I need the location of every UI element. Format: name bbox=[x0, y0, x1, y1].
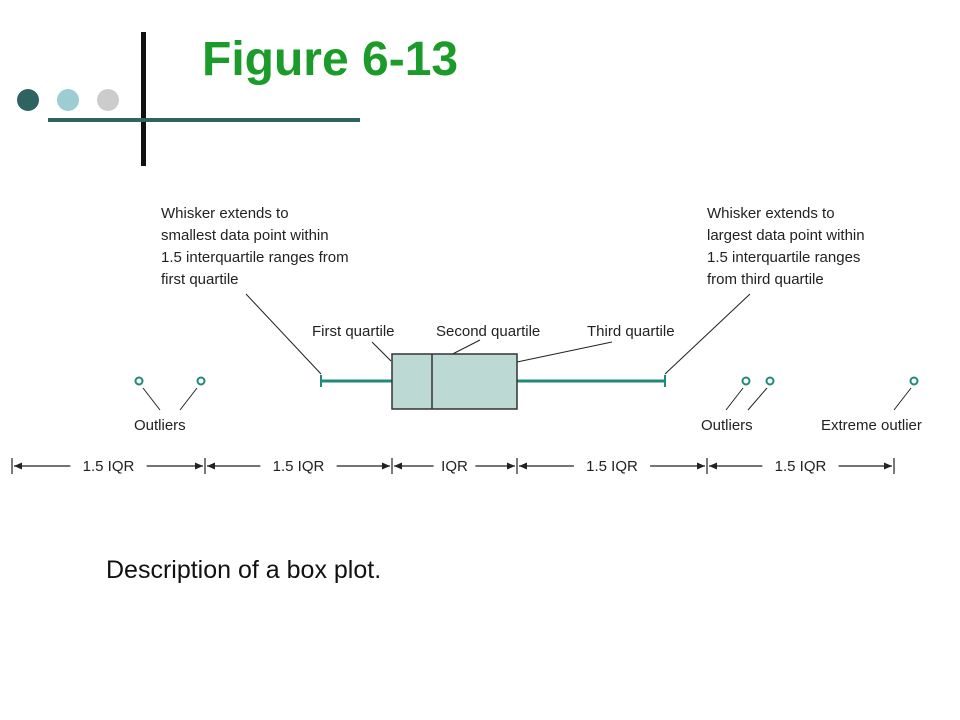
annotation-whisker-right-line-2: largest data point within bbox=[707, 227, 865, 244]
leader-third-quartile bbox=[516, 341, 613, 363]
leader-extreme-outlier bbox=[893, 387, 912, 411]
scale-label-5: 1.5 IQR bbox=[775, 458, 827, 475]
box-iqr bbox=[391, 353, 518, 410]
label-third-quartile: Third quartile bbox=[587, 323, 675, 340]
scale-arrowhead-3-left bbox=[394, 462, 402, 470]
annotation-whisker-right-line-3: 1.5 interquartile ranges bbox=[707, 249, 860, 266]
label-extreme-outlier: Extreme outlier bbox=[821, 417, 922, 434]
annotation-whisker-right-line-4: from third quartile bbox=[707, 271, 824, 288]
outlier-right-2 bbox=[765, 376, 775, 386]
annotation-whisker-right: Whisker extends to largest data point wi… bbox=[707, 205, 865, 288]
leader-whisker-left bbox=[245, 293, 322, 375]
decor-title-underline bbox=[48, 118, 360, 122]
leader-lines bbox=[142, 293, 912, 411]
iqr-scale-segments: 1.5 IQR 1.5 IQR IQR 1.5 IQR 1.5 IQR bbox=[14, 458, 892, 475]
outlier-left-1 bbox=[134, 376, 144, 386]
annotation-whisker-left-line-2: smallest data point within bbox=[161, 227, 329, 244]
scale-arrowhead-3-right bbox=[507, 462, 515, 470]
scale-arrowhead-2-right bbox=[382, 462, 390, 470]
decor-dot-dark bbox=[17, 89, 39, 111]
box-plot-diagram: Whisker extends to smallest data point w… bbox=[11, 205, 922, 475]
outlier-markers bbox=[134, 376, 919, 386]
decor-vertical-bar bbox=[141, 32, 146, 166]
decor-dot-mid bbox=[57, 89, 79, 111]
scale-label-4: 1.5 IQR bbox=[586, 458, 638, 475]
leader-outlier-left-2 bbox=[179, 387, 198, 411]
scale-arrowhead-5-right bbox=[884, 462, 892, 470]
annotation-whisker-left: Whisker extends to smallest data point w… bbox=[161, 205, 349, 288]
scale-arrowhead-1-left bbox=[14, 462, 22, 470]
leader-first-quartile bbox=[371, 341, 392, 362]
scale-arrowhead-2-left bbox=[207, 462, 215, 470]
scale-arrowhead-1-right bbox=[195, 462, 203, 470]
scale-arrowhead-4-left bbox=[519, 462, 527, 470]
scale-arrowhead-5-left bbox=[709, 462, 717, 470]
decor-dot-light bbox=[97, 89, 119, 111]
scale-label-3: IQR bbox=[441, 458, 468, 475]
leader-outlier-right-2 bbox=[747, 387, 768, 411]
slide-title: Figure 6-13 bbox=[202, 33, 459, 86]
whisker-caps bbox=[320, 375, 666, 387]
annotation-whisker-right-line-1: Whisker extends to bbox=[707, 205, 835, 222]
scale-label-1: 1.5 IQR bbox=[83, 458, 135, 475]
iqr-scale-ticks bbox=[11, 458, 895, 474]
annotation-whisker-left-line-1: Whisker extends to bbox=[161, 205, 289, 222]
leader-outlier-right-1 bbox=[725, 387, 744, 411]
annotation-whisker-left-line-3: 1.5 interquartile ranges from bbox=[161, 249, 349, 266]
slide-caption: Description of a box plot. bbox=[106, 556, 382, 584]
annotation-whisker-left-line-4: first quartile bbox=[161, 271, 239, 288]
outlier-right-1 bbox=[741, 376, 751, 386]
label-outliers-left: Outliers bbox=[134, 417, 186, 434]
scale-label-2: 1.5 IQR bbox=[273, 458, 325, 475]
leader-whisker-right bbox=[664, 293, 751, 375]
leader-outlier-left-1 bbox=[142, 387, 161, 411]
scale-arrowhead-4-right bbox=[697, 462, 705, 470]
label-outliers-right: Outliers bbox=[701, 417, 753, 434]
extreme-outlier bbox=[909, 376, 919, 386]
label-first-quartile: First quartile bbox=[312, 323, 395, 340]
label-second-quartile: Second quartile bbox=[436, 323, 540, 340]
outlier-left-2 bbox=[196, 376, 206, 386]
